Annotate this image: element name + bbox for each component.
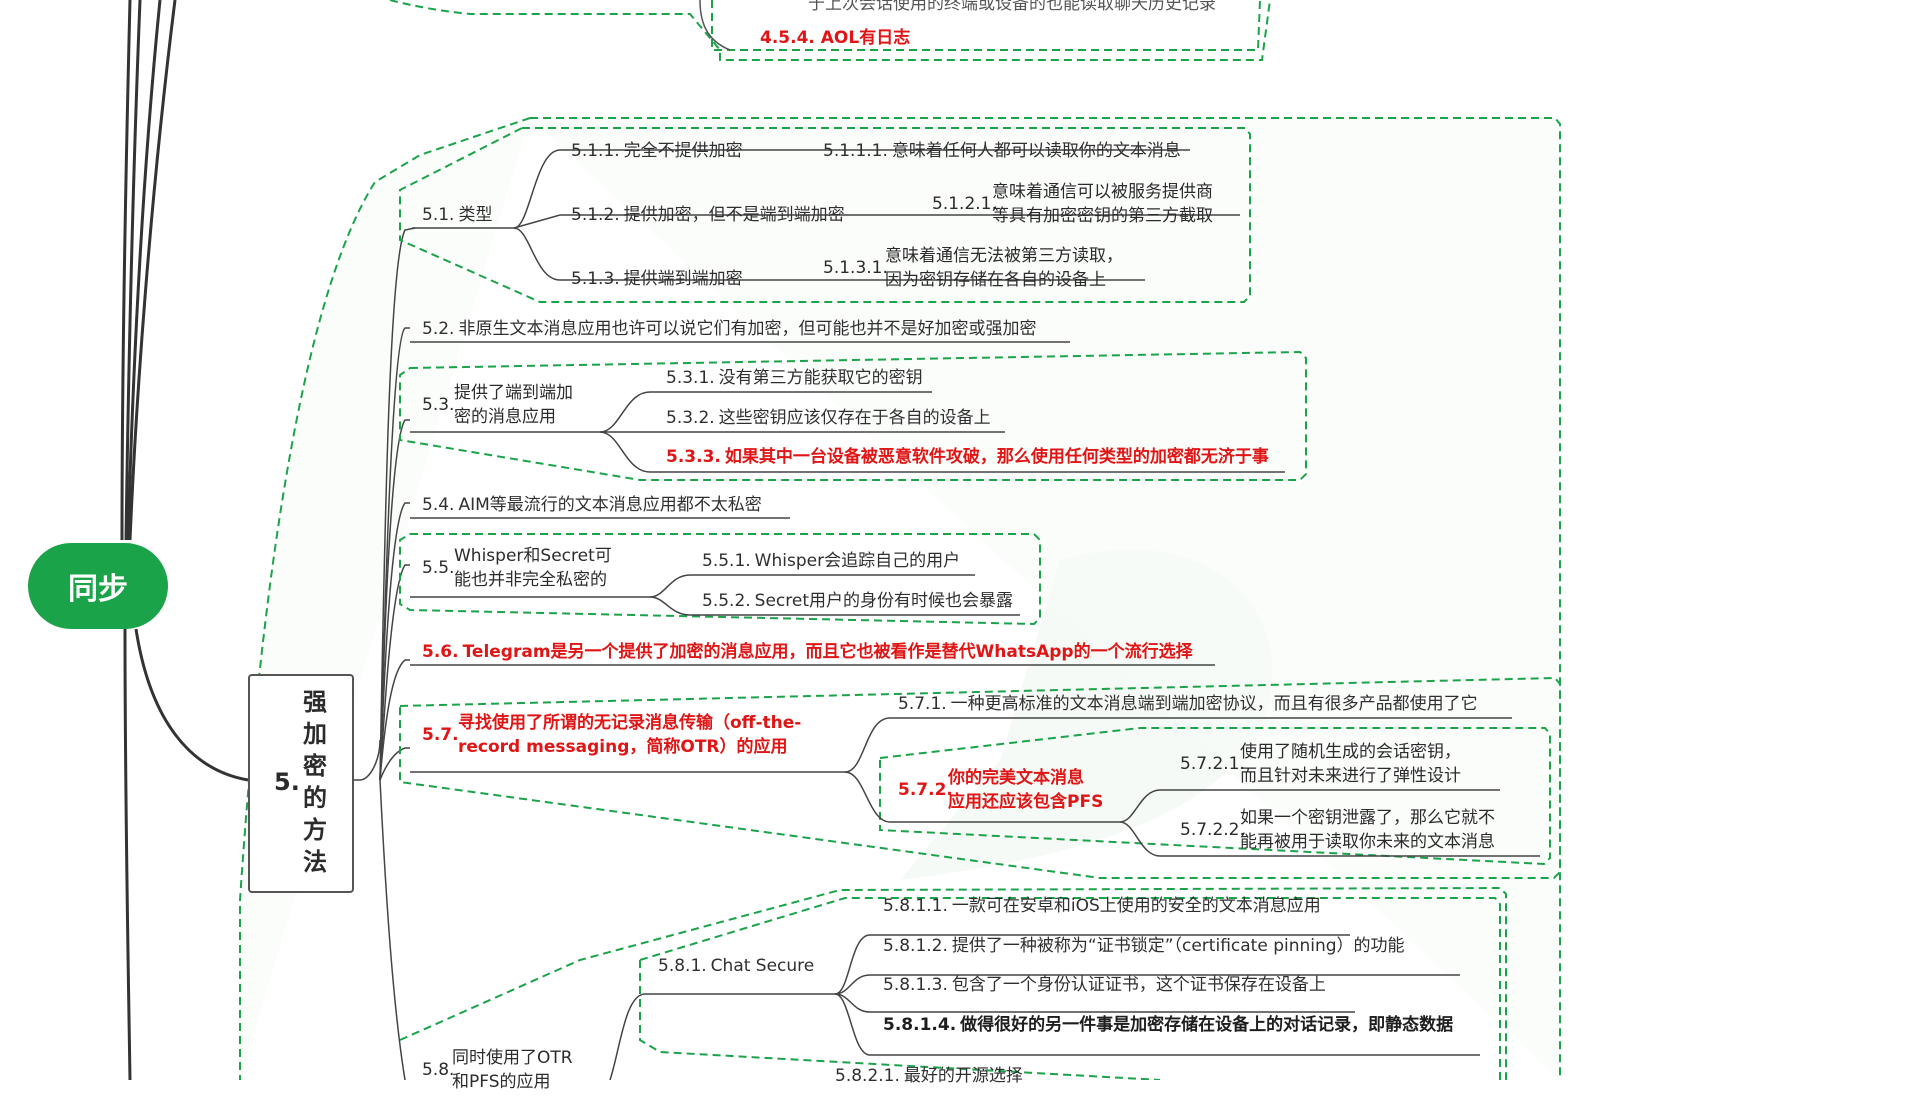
node-5-7-2-1[interactable]: 5.7.2.1. 使用了随机生成的会话密钥， 而且针对未来进行了弹性设计 [1180,742,1461,786]
boundary-5-3 [399,350,1307,481]
boundary-5-7-2 [879,727,1551,866]
node-5-8-1-2[interactable]: 5.8.1.2.提供了一种被称为“证书锁定”（certificate pinni… [883,936,1405,956]
topic-5-title: 强加密的方法 [303,688,327,876]
node-5-3-3[interactable]: 5.3.3.如果其中一台设备被恶意软件攻破，那么使用任何类型的加密都无济于事 [666,447,1269,467]
node-5-1-1-1[interactable]: 5.1.1.1.意味着任何人都可以读取你的文本消息 [823,141,1181,161]
prev-cut-text: 于上次会话使用的终端或设备的也能读取聊天历史记录 [808,0,1216,14]
boundary-5-7 [399,676,1561,879]
node-5-6[interactable]: 5.6.Telegram是另一个提供了加密的消息应用，而且它也被看作是替代Wha… [422,642,1193,662]
branch-5-8 [609,934,1480,1080]
node-5-1[interactable]: 5.1.类型 [422,205,493,225]
branch-5-3 [410,391,1285,473]
node-5-1-2-1[interactable]: 5.1.2.1. 意味着通信可以被服务提供商 等具有加密密钥的第三方截取 [932,182,1213,226]
boundary-4-5 [389,0,1271,61]
boundary-5-1 [399,127,1251,303]
branch-5-7 [410,717,1540,857]
node-5-7[interactable]: 5.7. 寻找使用了所谓的无记录消息传输（off-the- record mes… [422,713,802,757]
node-5-1-3-1[interactable]: 5.1.3.1. 意味着通信无法被第三方读取， 因为密钥存储在各自的设备上 [823,246,1123,290]
node-5-2[interactable]: 5.2.非原生文本消息应用也许可以说它们有加密，但可能也并不是好加密或强加密 [422,319,1037,339]
topic-5-strong-encryption[interactable]: 5. 强加密的方法 [248,674,354,893]
node-5-3[interactable]: 5.3. 提供了端到端加 密的消息应用 [422,383,573,427]
branch-5-1 [412,149,1240,281]
node-4-5-4[interactable]: 4.5.4. AOL有日志 [760,28,911,48]
trunk-lines [120,0,249,1080]
node-5-8-1[interactable]: 5.8.1.Chat Secure [658,956,815,976]
node-5-8-2-1[interactable]: 5.8.2.1.最好的开源选择 [835,1066,1023,1086]
node-5-3-2[interactable]: 5.3.2.这些密钥应该仅存在于各自的设备上 [666,408,991,428]
node-5-4[interactable]: 5.4.AIM等最流行的文本消息应用都不太私密 [422,495,762,515]
node-5-1-3[interactable]: 5.1.3.提供端到端加密 [571,269,743,289]
node-5-8-1-3[interactable]: 5.8.1.3.包含了一个身份认证证书，这个证书保存在设备上 [883,975,1326,995]
node-5-3-1[interactable]: 5.3.1.没有第三方能获取它的密钥 [666,368,923,388]
root-node-sync[interactable]: 同步 [28,543,168,629]
topic-5-number: 5. [274,768,300,796]
node-5-5-1[interactable]: 5.5.1.Whisper会追踪自己的用户 [702,551,961,571]
node-5-7-2-2[interactable]: 5.7.2.2. 如果一个密钥泄露了，那么它就不 能再被用于读取你未来的文本消息 [1180,808,1495,852]
boundary-5-8 [399,886,1507,1080]
node-5-5[interactable]: 5.5. Whisper和Secret可 能也并非完全私密的 [422,546,612,590]
node-5-8-1-1[interactable]: 5.8.1.1.一款可在安卓和iOS上使用的安全的文本消息应用 [883,896,1321,916]
node-5-8-1-4[interactable]: 5.8.1.4.做得很好的另一件事是加密存储在设备上的对话记录，即静态数据 [883,1015,1454,1035]
boundary-topic5 [239,117,1561,1080]
node-5-8[interactable]: 5.8. 同时使用了OTR 和PFS的应用 [422,1048,573,1092]
node-5-1-1[interactable]: 5.1.1.完全不提供加密 [571,141,743,161]
node-5-1-2[interactable]: 5.1.2.提供加密，但不是端到端加密 [571,205,845,225]
boundary-5-8-1 [639,897,1501,1080]
boundary-5-5 [399,533,1041,626]
node-5-7-1[interactable]: 5.7.1.一种更高标准的文本消息端到端加密协议，而且有很多产品都使用了它 [898,694,1478,714]
node-5-7-2[interactable]: 5.7.2. 你的完美文本消息 应用还应该包含PFS [898,768,1104,812]
spine [350,227,416,1080]
node-5-5-2[interactable]: 5.5.2.Secret用户的身份有时候也会暴露 [702,591,1014,611]
branch-5-5 [410,574,1020,616]
